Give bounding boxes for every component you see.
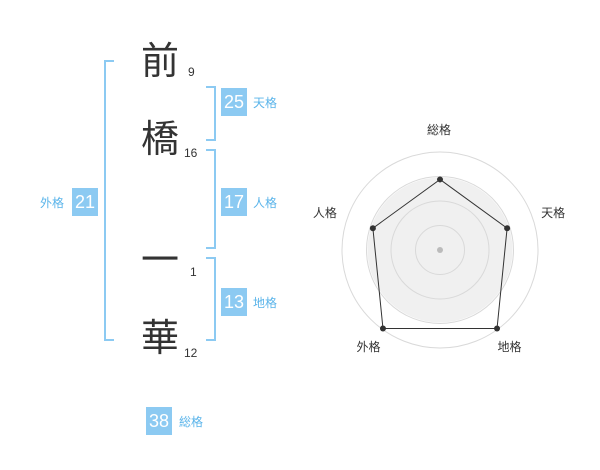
chikaku-value: 13 xyxy=(221,288,247,316)
radar-point-2 xyxy=(504,225,511,232)
gaikaku-value: 21 xyxy=(72,188,98,216)
jinkaku-bracket xyxy=(206,149,216,249)
chikaku-bracket xyxy=(206,257,216,341)
stroke-count-1: 9 xyxy=(188,65,195,79)
soukaku-label: 総格 xyxy=(179,415,204,429)
radar-point-1 xyxy=(437,176,443,183)
radar-point-3 xyxy=(494,325,501,332)
radar-axis-label-5: 人格 xyxy=(312,205,337,220)
radar-center xyxy=(437,247,443,253)
name-char-3: 一 xyxy=(141,238,180,282)
chikaku-label: 地格 xyxy=(253,296,278,310)
gaikaku-label: 外格 xyxy=(40,196,65,210)
radar-series-line xyxy=(372,178,508,329)
radar-point-5 xyxy=(369,225,376,232)
stroke-count-2: 16 xyxy=(184,146,198,160)
jinkaku-value: 17 xyxy=(221,188,247,216)
name-char-4: 華 xyxy=(141,316,180,360)
name-char-2: 橋 xyxy=(141,117,180,161)
radar-ring-4 xyxy=(341,151,539,349)
radar-point-4 xyxy=(379,325,386,332)
soukaku-value: 38 xyxy=(146,407,172,435)
radar-ring-1 xyxy=(415,225,465,275)
tenkaku-value: 25 xyxy=(221,88,247,116)
tenkaku-label: 天格 xyxy=(253,96,278,110)
stroke-count-3: 1 xyxy=(190,265,197,279)
jinkaku-label: 人格 xyxy=(253,196,278,210)
radar-ring-2 xyxy=(390,200,490,300)
radar-axis-label-3: 地格 xyxy=(497,340,522,355)
stroke-count-4: 12 xyxy=(184,346,198,360)
radar-axis-label-1: 総格 xyxy=(427,123,452,137)
radar-axis-label-2: 天格 xyxy=(541,205,566,220)
tenkaku-bracket xyxy=(206,86,216,141)
gaikaku-bracket xyxy=(104,60,114,341)
name-char-1: 前 xyxy=(141,39,180,83)
radar-axis-label-4: 外格 xyxy=(356,340,381,355)
